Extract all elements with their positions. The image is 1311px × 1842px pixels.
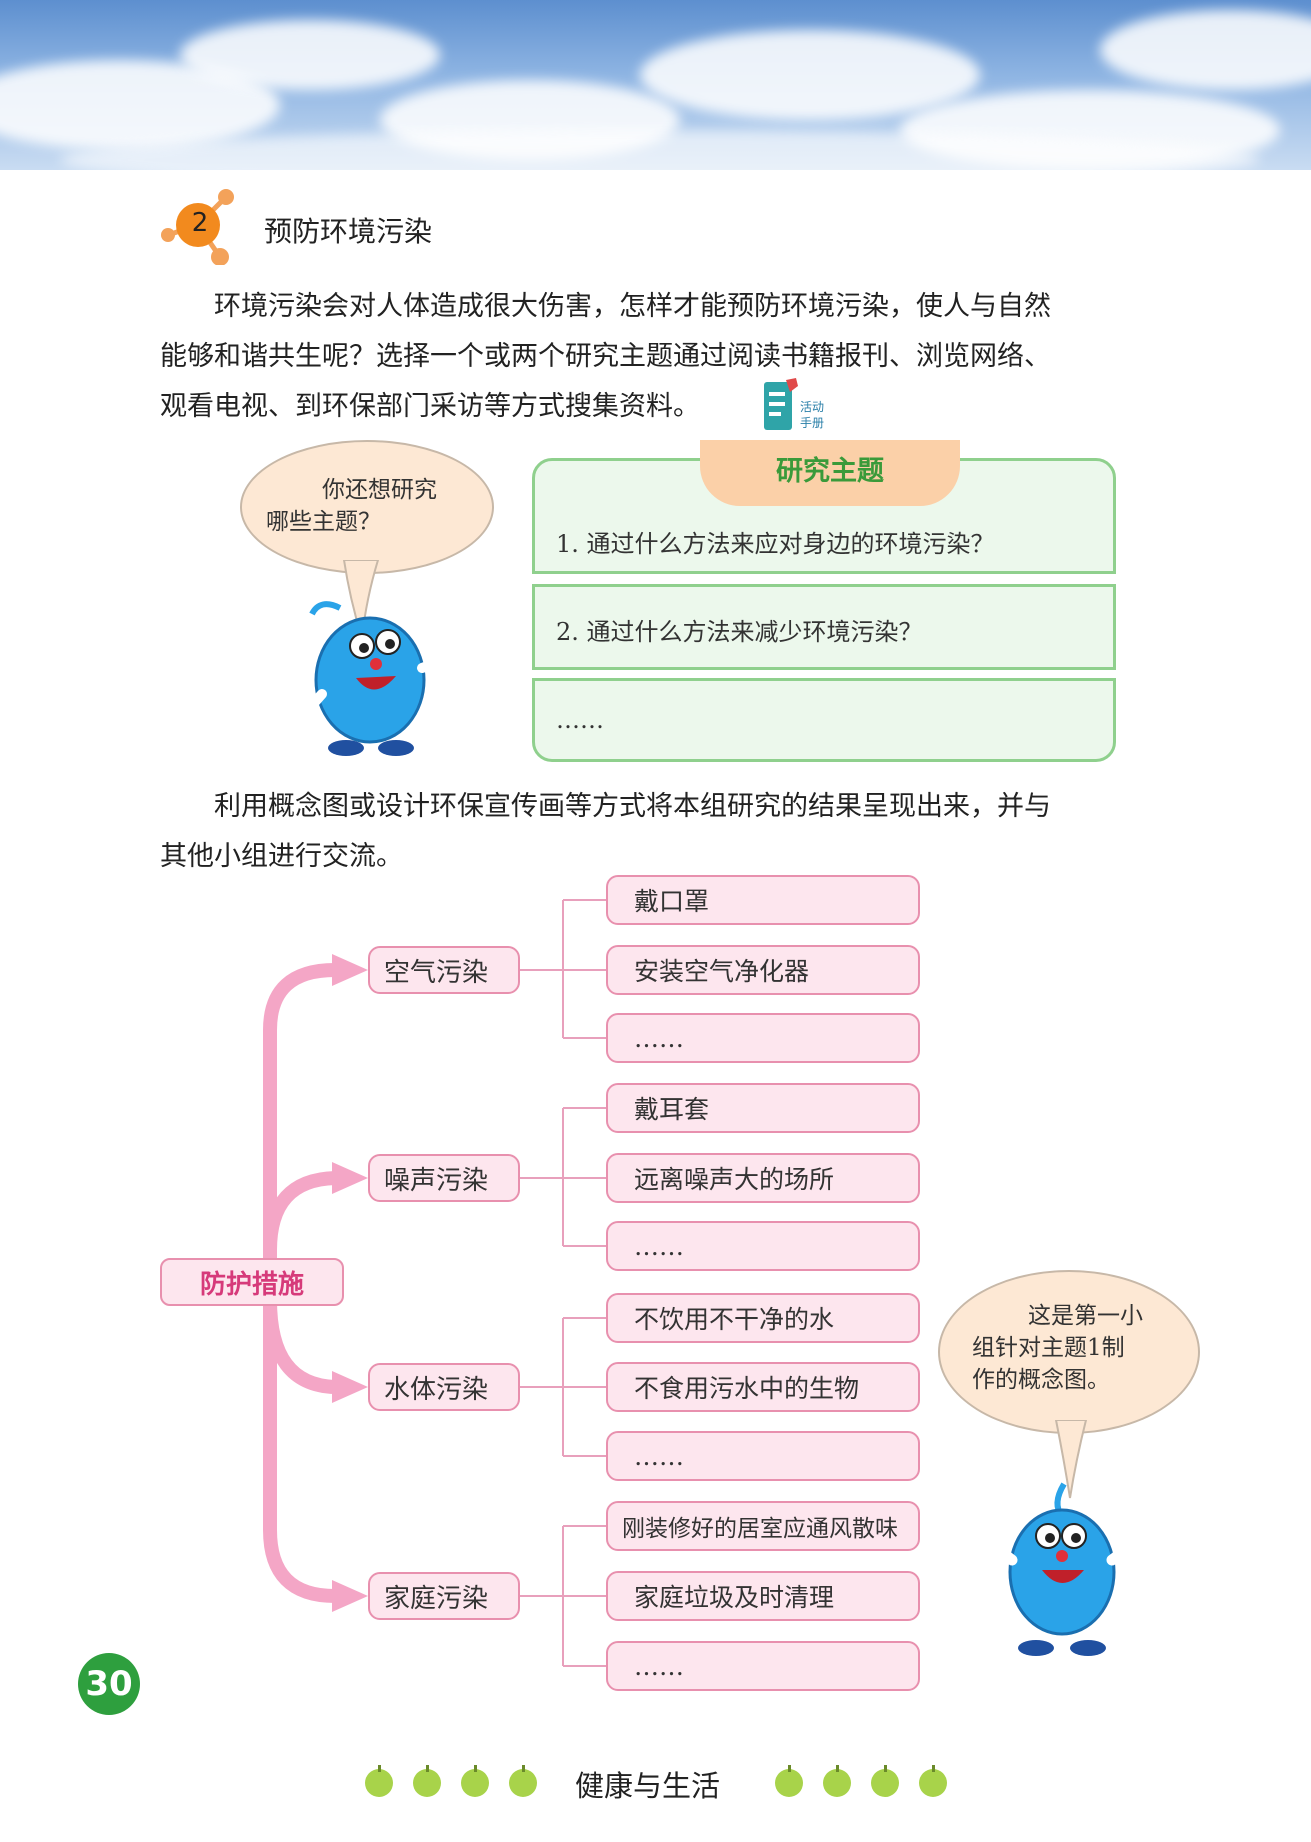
- intro-paragraph: 环境污染会对人体造成很大伤害，怎样才能预防环境污染，使人与自然 能够和谐共生呢？…: [160, 282, 1160, 432]
- branch-air-pollution: 空气污染: [368, 946, 520, 994]
- second-paragraph: 利用概念图或设计环保宣传画等方式将本组研究的结果呈现出来，并与 其他小组进行交流…: [160, 782, 1160, 882]
- research-topic-box-3: [532, 678, 1116, 762]
- page-number: 30: [78, 1653, 140, 1715]
- section-title: 预防环境污染: [264, 215, 433, 248]
- leaf-noise-2: 远离噪声大的场所: [606, 1153, 920, 1203]
- branch-water-pollution: 水体污染: [368, 1363, 520, 1411]
- apple-icon: [823, 1765, 851, 1797]
- leaf-noise-1: 戴耳套: [606, 1083, 920, 1133]
- research-topic-box-2: [532, 584, 1116, 670]
- activity-handbook-badge[interactable]: 活动 手册: [760, 378, 832, 434]
- leaf-household-1: 刚装修好的居室应通风散味: [606, 1501, 920, 1551]
- second-line-2: 其他小组进行交流。: [160, 841, 403, 872]
- badge-line-2: 手册: [800, 416, 825, 430]
- mascot-waving-icon: [974, 1482, 1150, 1656]
- leaf-noise-3: ……: [606, 1221, 920, 1271]
- handbook-icon: [764, 378, 798, 430]
- bubble1-line-2: 哪些主题？: [266, 509, 381, 535]
- research-topic-heading: 研究主题: [700, 440, 960, 506]
- branch-household-pollution: 家庭污染: [368, 1572, 520, 1620]
- section-number: 2: [191, 208, 209, 238]
- section-number-icon: [161, 189, 234, 265]
- leaf-air-3: ……: [606, 1013, 920, 1063]
- sky-banner: [0, 0, 1311, 170]
- intro-line-3: 观看电视、到环保部门采访等方式搜集资料。: [160, 391, 700, 422]
- bubble1-line-1: 你还想研究: [322, 477, 437, 503]
- apple-icon: [365, 1765, 393, 1797]
- research-topic-item-2: 2. 通过什么方法来减少环境污染？: [556, 618, 923, 646]
- speech-bubble-1: [240, 440, 494, 574]
- leaf-household-2: 家庭垃圾及时清理: [606, 1571, 920, 1621]
- apple-icon: [775, 1765, 803, 1797]
- leaf-water-3: ……: [606, 1431, 920, 1481]
- apple-icon: [871, 1765, 899, 1797]
- apple-icon: [413, 1765, 441, 1797]
- research-topic-item-3: ……: [556, 706, 604, 734]
- leaf-household-3: ……: [606, 1641, 920, 1691]
- leaf-air-2: 安装空气净化器: [606, 945, 920, 995]
- intro-line-1: 环境污染会对人体造成很大伤害，怎样才能预防环境污染，使人与自然: [214, 291, 1051, 322]
- bubble2-line-2: 组针对主题1制: [972, 1335, 1125, 1361]
- footer-apples-left: [362, 1762, 552, 1802]
- concept-map-root: 防护措施: [160, 1258, 344, 1306]
- leaf-air-1: 戴口罩: [606, 875, 920, 925]
- leaf-water-1: 不饮用不干净的水: [606, 1293, 920, 1343]
- bubble2-line-3: 作的概念图。: [972, 1367, 1110, 1393]
- speech-bubble-1-text: 你还想研究 哪些主题？: [266, 474, 486, 538]
- speech-bubble-2-tail: [1054, 1420, 1088, 1499]
- footer-title: 健康与生活: [575, 1769, 721, 1803]
- second-line-1: 利用概念图或设计环保宣传画等方式将本组研究的结果呈现出来，并与: [214, 791, 1051, 822]
- mascot-pointing-icon: [301, 601, 455, 756]
- bubble2-line-1: 这是第一小: [1028, 1303, 1143, 1329]
- apple-icon: [509, 1765, 537, 1797]
- badge-line-1: 活动: [800, 400, 825, 414]
- branch-noise-pollution: 噪声污染: [368, 1154, 520, 1202]
- speech-bubble-2-text: 这是第一小 组针对主题1制 作的概念图。: [972, 1300, 1192, 1396]
- research-topic-item-1: 1. 通过什么方法来应对身边的环境污染？: [556, 530, 995, 558]
- apple-icon: [461, 1765, 489, 1797]
- apple-icon: [919, 1765, 947, 1797]
- intro-line-2: 能够和谐共生呢？选择一个或两个研究主题通过阅读书籍报刊、浏览网络、: [160, 341, 1051, 372]
- footer-apples-right: [772, 1762, 962, 1802]
- leaf-water-2: 不食用污水中的生物: [606, 1362, 920, 1412]
